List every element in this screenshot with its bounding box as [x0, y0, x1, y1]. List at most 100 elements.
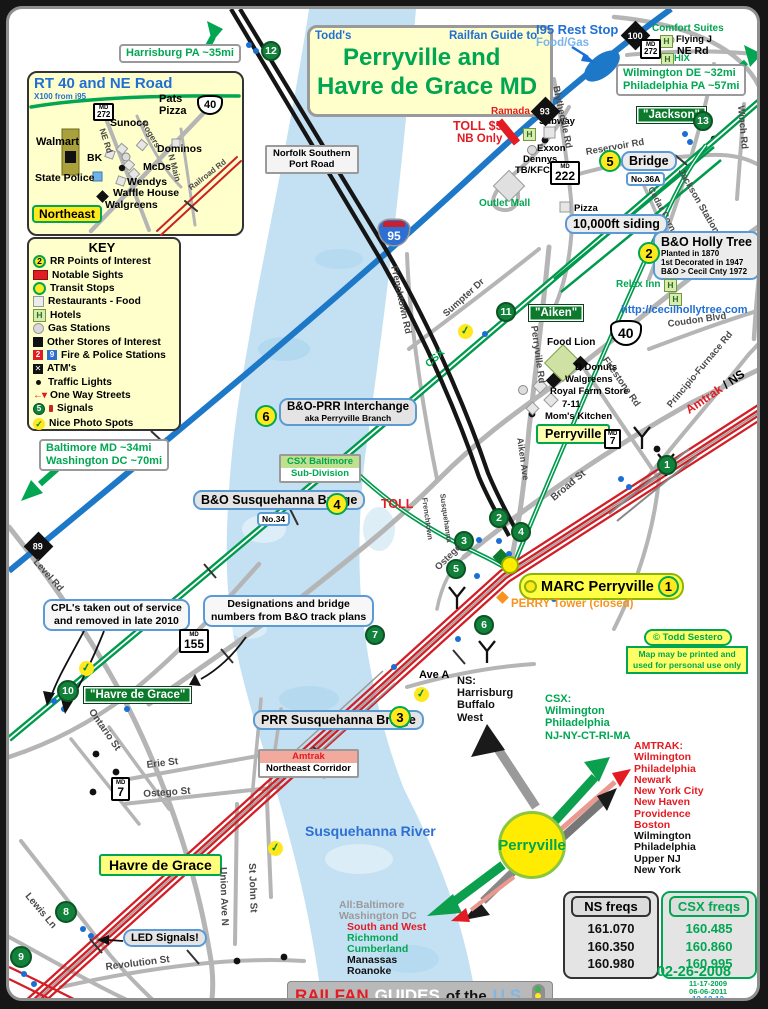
harrisburg-sign: Harrisburg PA ~35mi [119, 44, 241, 63]
i95-rest-stop-label: I95 Rest Stop [536, 22, 619, 37]
list-line: West [457, 711, 484, 724]
title-panel [307, 25, 553, 117]
interchange-callout: B&O-PRR Interchange aka Perryville Branc… [279, 398, 418, 426]
havre-street-1 [69, 737, 141, 826]
dennys-label: Dennys [523, 154, 558, 165]
walgreens-label: Walgreens [565, 374, 613, 385]
inset-rogers-label: Rogers [139, 119, 163, 150]
rail-signal-icons [21, 42, 693, 987]
ave-a-label: Ave A [419, 669, 450, 681]
dominos-label: Dominos [157, 143, 202, 155]
signal-4: 4 [511, 522, 531, 542]
list-line: New Haven [634, 796, 691, 809]
all-destinations-red: South and West [347, 922, 426, 933]
cpl-pointer-1 [50, 630, 85, 698]
csx-subdivision-label: CSX Baltimore Sub-Division [279, 454, 361, 483]
ave-a-road [405, 662, 536, 689]
food-lion-label: Food Lion [547, 337, 596, 348]
transit-stop-icon [33, 281, 46, 295]
siding-callout: 10,000ft siding [565, 214, 668, 234]
revolution-road [59, 958, 306, 989]
bridge-36a-number: No.36A [626, 172, 666, 186]
list-line: Philadelphia [634, 841, 696, 854]
designations-pointer [200, 636, 247, 680]
list-line: Richmond [347, 932, 399, 944]
seven-eleven-label: 7-11 [562, 399, 581, 410]
holly-title: B&O Holly Tree [661, 235, 752, 249]
banner-railfan: RAILFAN [295, 986, 369, 1001]
perryville-hub: Perryville [498, 811, 566, 879]
d-donuts-label: D Donuts [575, 362, 618, 373]
restaurant-icon [525, 401, 540, 416]
list-line: Wilmington [634, 830, 692, 842]
restaurant-icon [532, 378, 548, 394]
havre-street-2 [107, 725, 171, 811]
banner-guides: GUIDES [374, 986, 440, 1001]
poi-3: 3 [389, 706, 411, 728]
rr-poi-icon: 2 [33, 255, 46, 269]
restaurant-icon [543, 126, 556, 139]
title-guide: Railfan Guide to [449, 30, 538, 42]
subway-label: Subway [539, 116, 575, 127]
list-line: Newark [634, 773, 672, 786]
list-line: All:Baltimore [339, 899, 405, 911]
frenchtown-rd-label: Frenchtown Rd [388, 265, 414, 335]
perryville-town-label: Perryville [536, 424, 611, 444]
list-line: South and West [347, 921, 427, 933]
list-line: CSX: [545, 693, 572, 705]
river-label: Susquehanna River [305, 823, 436, 839]
amtrak-nec-line [9, 394, 757, 998]
hix-label: HIX [674, 53, 690, 64]
signal-icon: 5 [33, 402, 45, 415]
title-line1: Perryville and [343, 44, 501, 71]
list-line: New York [634, 863, 681, 876]
buildings [492, 35, 675, 604]
key-row-transit: Transit Stops [27, 281, 177, 295]
sumpter-dr-label: Sumpter Dr [441, 276, 487, 320]
date-primary: 02-26-2008 [656, 964, 731, 980]
label-layer: Todd's Railfan Guide to Perryville and H… [9, 9, 757, 998]
amtrak-nec-label: Amtrak Northeast Corridor [258, 749, 359, 778]
food-lion-building [543, 343, 583, 383]
ne-rd-label: NE Rd [677, 45, 709, 57]
gas-station-icon [33, 323, 44, 335]
restaurant-icon [33, 296, 44, 308]
key-row-oneway: One Way Streets [27, 389, 177, 402]
list-line: AMTRAK: [634, 740, 683, 752]
list-line: Wilmington [634, 751, 692, 764]
marc-label: MARC Perryville [541, 578, 654, 595]
poi-6: 6 [255, 405, 277, 427]
hollytree-url[interactable]: http://cecilhollytree.com [621, 304, 748, 316]
baltimore-arrow [38, 466, 59, 487]
aiken-sign: "Aiken" [528, 304, 585, 322]
list-line: Manassas [347, 954, 398, 966]
key-panel [27, 237, 181, 431]
list-line: Providence [634, 807, 691, 820]
photo-spot-icon [266, 839, 285, 858]
coudon-blvd-road [647, 308, 757, 351]
photo-spot-icon [412, 685, 431, 704]
list-line: Cumberland [347, 942, 409, 955]
list-line: Wilmington [545, 705, 605, 718]
i95-shield: 95 [379, 220, 409, 245]
date-rev1: 11-17-2009 [689, 979, 727, 988]
signal-7: 7 [365, 625, 385, 645]
signal-11: 11 [496, 302, 516, 322]
title-todds: Todd's [315, 30, 352, 42]
bo-bridge-callout: B&O Susquehanna Bridge [193, 490, 366, 510]
banner-us: U.S. [492, 986, 526, 1001]
csx-track-label: CSX [423, 346, 448, 370]
state-police-label: State Police [35, 172, 95, 184]
poi-5: 5 [599, 150, 621, 172]
list-line: Philadelphia [634, 762, 696, 775]
